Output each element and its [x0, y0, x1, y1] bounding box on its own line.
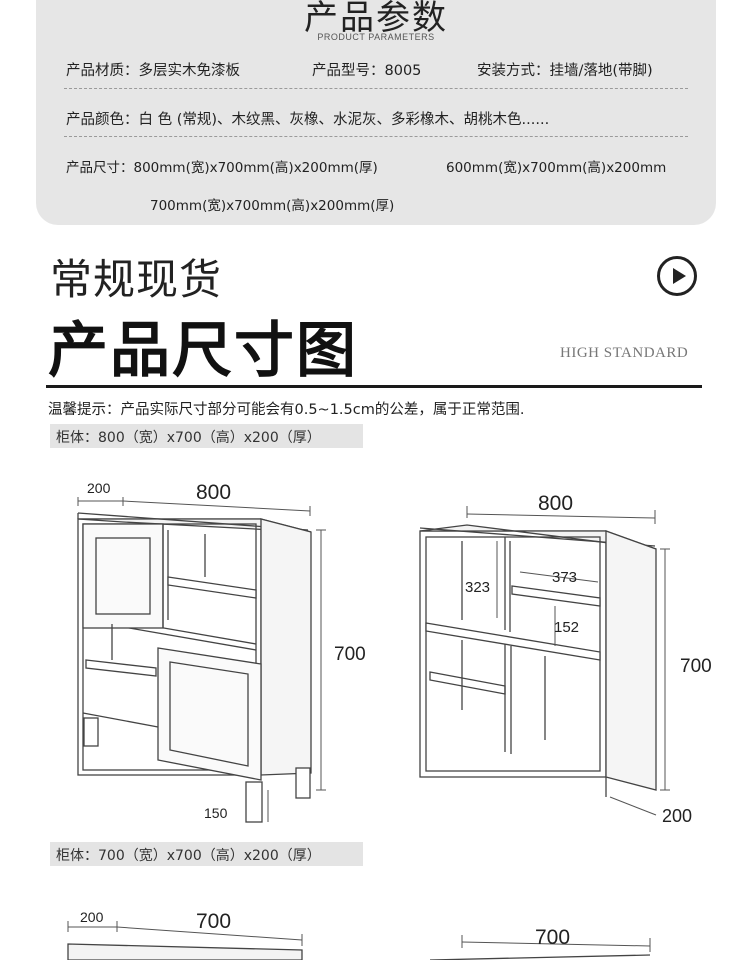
- cabinet-drawing-left: [77, 512, 312, 823]
- cabinet-spec-700: 柜体：700（宽）x700（高）x200（厚）: [50, 842, 363, 866]
- dim-left-width: 800: [196, 481, 231, 504]
- dim-right-inner-h: 323: [465, 579, 490, 596]
- dim-right-height: 700: [680, 656, 712, 677]
- size-a-text: 产品尺寸：800mm(宽)x700mm(高)x200mm(厚): [66, 160, 378, 176]
- install-text: 安装方式：挂墙/落地(带脚): [477, 63, 653, 79]
- tolerance-notice: 温馨提示：产品实际尺寸部分可能会有0.5~1.5cm的公差，属于正常范围.: [48, 402, 525, 418]
- dim-bottom-left-width: 700: [196, 910, 231, 933]
- section-divider: [46, 385, 702, 388]
- dashed-divider: [64, 136, 688, 137]
- model-text: 产品型号：8005: [312, 63, 422, 79]
- cabinet-drawing-right: [419, 524, 657, 797]
- product-parameters-panel: 产品参数 PRODUCT PARAMETERS 产品材质：多层实木免漆板 产品型…: [36, 0, 716, 225]
- dim-left-leg: 150: [204, 805, 228, 821]
- dim-left-height: 700: [334, 644, 366, 665]
- cabinet-drawing-bottom: [67, 943, 651, 960]
- params-subtitle: PRODUCT PARAMETERS: [317, 32, 435, 42]
- params-title: 产品参数: [304, 0, 448, 38]
- size-c-text: 700mm(宽)x700mm(高)x200mm(厚): [150, 198, 395, 214]
- high-standard-tag: HIGH STANDARD: [560, 345, 689, 361]
- dim-right-width: 800: [538, 492, 573, 515]
- dim-right-depth: 200: [662, 806, 692, 826]
- material-text: 产品材质：多层实木免漆板: [66, 63, 240, 79]
- dim-bottom-depth: 200: [80, 909, 104, 925]
- dim-right-inner-s: 152: [554, 619, 579, 636]
- color-text: 产品颜色：白 色 (常规)、木纹黑、灰橡、水泥灰、多彩橡木、胡桃木色......: [66, 112, 550, 128]
- dim-left-depth: 200: [87, 480, 111, 496]
- play-icon[interactable]: [657, 256, 697, 296]
- dashed-divider: [64, 88, 688, 89]
- dim-right-inner-w: 373: [552, 569, 577, 586]
- section-title-size-chart: 产品尺寸图: [48, 316, 358, 386]
- size-b-text: 600mm(宽)x700mm(高)x200mm: [446, 160, 667, 176]
- cabinet-spec-800: 柜体：800（宽）x700（高）x200（厚）: [50, 424, 363, 448]
- dim-bottom-right-width: 700: [535, 926, 570, 949]
- section-title-stock: 常规现货: [50, 255, 223, 304]
